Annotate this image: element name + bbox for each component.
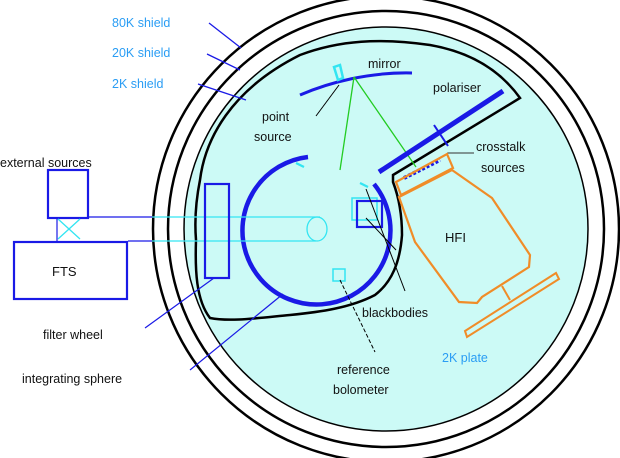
reference-bolometer <box>332 268 346 282</box>
sphere-entrance-port <box>306 216 328 242</box>
label-80k-shield: 80K shield <box>112 16 170 30</box>
shield-80k-ring <box>151 0 620 458</box>
reference-bolometer-pointer <box>339 279 376 353</box>
label-crosstalk-1: crosstalk <box>476 140 526 154</box>
optics-enclosure-outline <box>194 39 522 321</box>
polariser <box>377 88 505 175</box>
blackbodies-pointer-2 <box>365 217 397 251</box>
shield-2k-pointer <box>197 83 247 101</box>
plate-2k <box>463 271 561 339</box>
hfi-body <box>397 168 532 305</box>
integrating-sphere-pointer <box>189 293 284 371</box>
label-reference-1: reference <box>337 363 390 377</box>
label-crosstalk-2: sources <box>481 161 525 175</box>
filter-wheel-pointer <box>144 277 215 329</box>
point-source-pointer <box>315 84 340 117</box>
label-20k-shield: 20K shield <box>112 46 170 60</box>
filter-wheel <box>203 182 231 280</box>
polariser-holder <box>433 124 449 147</box>
hfi-mount-strut <box>501 285 511 301</box>
label-reference-2: bolometer <box>333 383 389 397</box>
blackbodies-pointer-1 <box>365 188 406 292</box>
label-polariser: polariser <box>433 81 481 95</box>
label-hfi: HFI <box>445 230 466 245</box>
sphere-port-top <box>295 162 305 168</box>
label-point-source-1: point <box>262 110 290 124</box>
label-fts: FTS <box>52 264 77 279</box>
label-2k-plate: 2K plate <box>442 351 488 365</box>
shield-80k-pointer <box>208 22 242 49</box>
external-sources-box <box>46 168 90 220</box>
blackbody-blue <box>355 199 384 229</box>
label-blackbodies: blackbodies <box>362 306 428 320</box>
shield-2k-ring <box>183 26 589 432</box>
integrating-sphere <box>240 154 393 307</box>
shield-20k-ring <box>166 9 606 449</box>
label-external-sources: external sources <box>0 156 92 170</box>
label-integrating-sphere: integrating sphere <box>22 372 122 386</box>
label-point-source-2: source <box>254 130 292 144</box>
hfi-top-block <box>394 152 455 197</box>
label-filter-wheel: filter wheel <box>43 328 103 342</box>
mirror <box>299 71 413 97</box>
fts-box <box>12 240 129 301</box>
sphere-port-right <box>359 182 369 188</box>
beamsplitter-cross-2 <box>57 218 81 240</box>
shield-20k-pointer <box>206 53 241 71</box>
point-source <box>332 63 345 82</box>
label-2k-shield: 2K shield <box>112 77 163 91</box>
ray-left <box>339 76 355 171</box>
label-mirror: mirror <box>368 57 401 71</box>
blackbody-cyan <box>351 197 378 221</box>
